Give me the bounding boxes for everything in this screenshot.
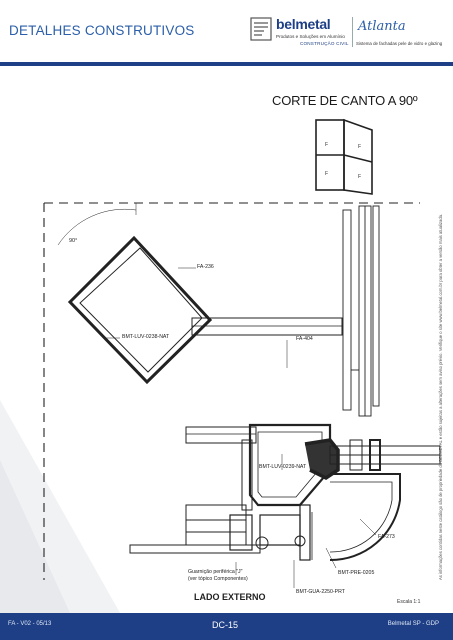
dashed-reference-lines [43, 202, 420, 580]
decorative-shape [0, 400, 120, 613]
key-letter: F [325, 171, 328, 177]
footer-source: Belmetal SP - GDP [387, 621, 439, 627]
callout-guarnicao: Guarnição periférica "J" [188, 569, 243, 575]
cover-profile-fa273 [329, 473, 401, 562]
section-title: CORTE DE CANTO A 90º [272, 93, 418, 108]
belmetal-logo-icon [250, 17, 272, 41]
angle-label: 90° [69, 238, 77, 244]
brand-name: belmetal [276, 16, 331, 32]
key-letter: F [358, 174, 361, 180]
diagonal-panel [67, 235, 213, 385]
brand-tagline: Produtos e Soluções em Alumínio [276, 34, 345, 39]
callout-fa273: FA-273 [378, 534, 395, 540]
leader-lines [106, 267, 377, 588]
product-tagline: Sistema de fachadas pele de vidro e glaz… [356, 41, 443, 46]
callout-luv0238: BMT-LUV-0238-NAT [122, 334, 170, 340]
outer-glazing [329, 439, 441, 471]
callout-fa404: FA-404 [296, 336, 313, 342]
brand-division: CONSTRUÇÃO CIVIL [300, 41, 349, 46]
logo-divider [352, 17, 353, 47]
horizontal-panel [185, 317, 343, 444]
key-letter: F [325, 142, 328, 148]
page-footer: FA - V02 - 05/13 DC-15 Belmetal SP - GDP [0, 613, 453, 640]
footer-version: FA - V02 - 05/13 [8, 621, 52, 627]
callout-luv0239: BMT-LUV-0239-NAT [259, 464, 307, 470]
page-header: DETALHES CONSTRUTIVOS belmetal Produtos … [0, 0, 453, 62]
product-name: Atlanta [358, 19, 406, 34]
lower-profile [129, 504, 306, 554]
scale-label: Escala 1:1 [397, 599, 421, 605]
callout-gua2250: BMT-GUA-2250-PRT [296, 589, 345, 595]
right-glazing-column [342, 205, 380, 417]
side-label: LADO EXTERNO [194, 592, 266, 602]
key-letter: F [358, 144, 361, 150]
callout-pre0205: BMT-PRE-0205 [338, 570, 375, 576]
disclaimer-note: As informações contidas neste catálogo s… [438, 213, 443, 580]
key-plan [315, 118, 373, 195]
angle-arc [57, 208, 137, 246]
page-number: DC-15 [212, 620, 239, 630]
header-rule [0, 62, 453, 66]
callout-fa236: FA-236 [197, 264, 214, 270]
callout-guarnicao-note: (ver tópico Componentes) [188, 576, 248, 582]
page-title: DETALHES CONSTRUTIVOS [9, 23, 195, 38]
